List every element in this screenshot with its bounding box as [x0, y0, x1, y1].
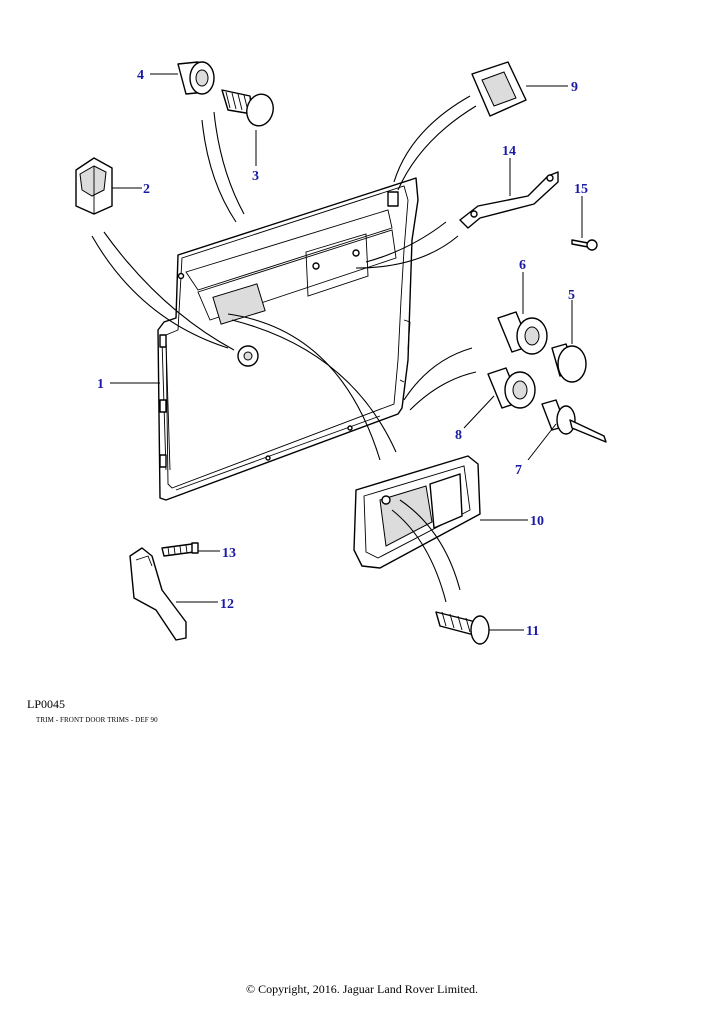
callout-14[interactable]: 14	[502, 144, 516, 159]
callout-6[interactable]: 6	[519, 258, 526, 273]
part-11-screw	[435, 611, 490, 645]
callout-10[interactable]: 10	[530, 514, 544, 529]
explode-lines	[91, 95, 477, 603]
part-12-strap-clip	[129, 547, 187, 641]
part-9-bezel	[471, 61, 527, 117]
callout-12[interactable]: 12	[220, 597, 234, 612]
door-trim-panel	[157, 177, 419, 501]
diagram-ref-code: LP0045	[27, 697, 66, 711]
part-10-handle-bezel	[353, 455, 481, 569]
callout-8[interactable]: 8	[455, 428, 462, 443]
part-5-cap	[551, 343, 587, 383]
part-6-grommet	[497, 311, 548, 355]
part-8-grommet	[487, 367, 536, 409]
callout-13[interactable]: 13	[222, 546, 236, 561]
callout-5[interactable]: 5	[568, 288, 575, 303]
callout-3[interactable]: 3	[252, 169, 259, 184]
callout-7[interactable]: 7	[515, 463, 522, 478]
part-2-clip	[75, 157, 113, 215]
leader-lines	[110, 73, 583, 631]
part-7-rivet	[541, 399, 607, 443]
copyright-notice: © Copyright, 2016. Jaguar Land Rover Lim…	[245, 982, 479, 996]
part-13-bolt	[161, 542, 199, 557]
callout-2[interactable]: 2	[143, 182, 150, 197]
part-15-screw	[571, 239, 598, 251]
callout-11[interactable]: 11	[526, 624, 539, 639]
part-3-push-clip	[221, 89, 274, 127]
part-14-bracket	[459, 171, 559, 229]
diagram-caption: TRIM - FRONT DOOR TRIMS - DEF 90	[36, 716, 158, 724]
callout-15[interactable]: 15	[574, 182, 588, 197]
part-4-grommet	[177, 61, 215, 95]
callout-1[interactable]: 1	[97, 377, 104, 392]
callouts: 1 2 3 4 5 6 7 8 9 10 11 12 13 14 15	[97, 68, 588, 639]
callout-9[interactable]: 9	[571, 80, 578, 95]
callout-4[interactable]: 4	[137, 68, 144, 83]
